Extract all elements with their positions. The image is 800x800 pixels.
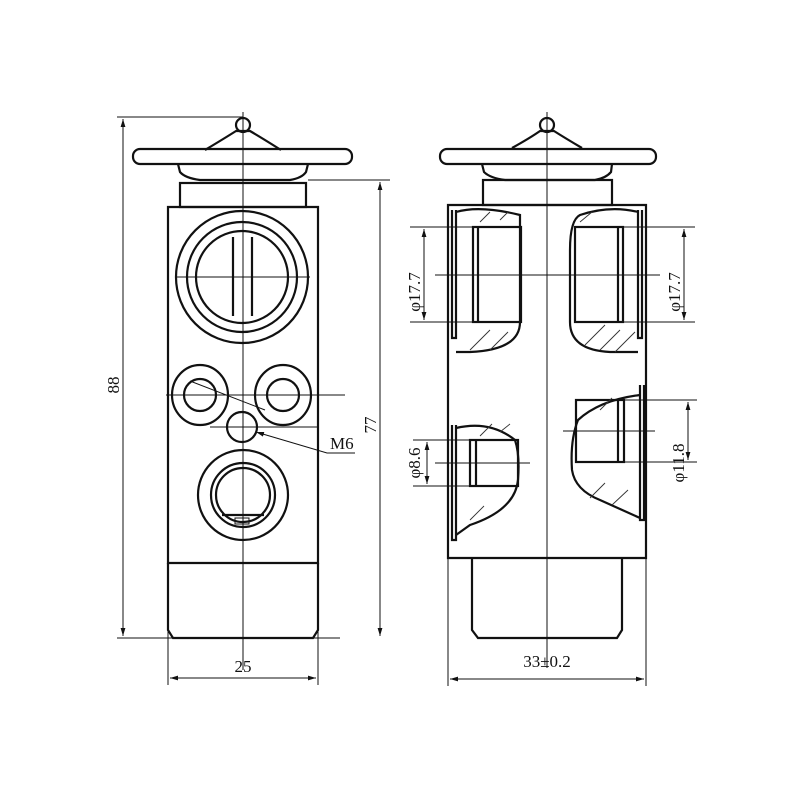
thread-callout: M6 [330, 434, 354, 453]
cap [438, 116, 658, 207]
port-upper-left [450, 208, 523, 354]
dim-port-upper-right: φ17.7 [665, 272, 684, 312]
side-view: φ17.7 φ17.7 φ8.6 φ11.8 33±0.2 [405, 112, 697, 686]
port-lower-right [570, 385, 646, 522]
port-lower-left [450, 423, 520, 542]
dim-port-upper-left: φ17.7 [405, 272, 424, 312]
dim-overall-height: 88 [104, 377, 123, 394]
dim-width: 25 [235, 657, 252, 676]
port-upper-right [568, 208, 644, 354]
dim-port-lower-right: φ11.8 [669, 444, 688, 483]
dim-port-lower-left: φ8.6 [405, 447, 424, 478]
front-view: M6 88 77 25 [104, 112, 390, 685]
dim-side-width: 33±0.2 [523, 652, 571, 671]
dim-body-height: 77 [361, 416, 380, 434]
